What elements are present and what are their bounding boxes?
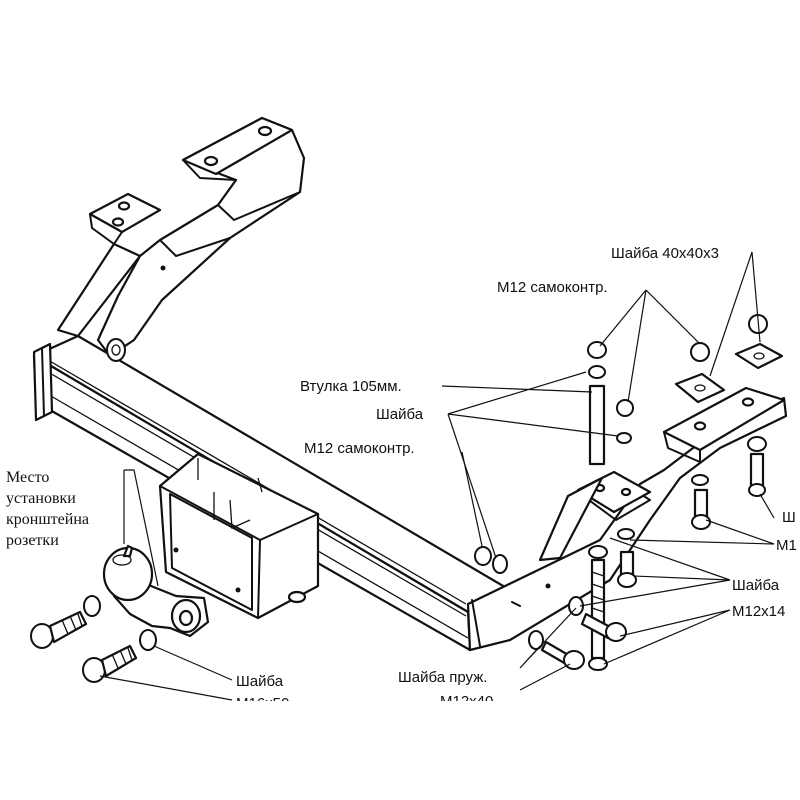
ball-mount-plate (158, 452, 320, 620)
left-bolts (30, 595, 157, 683)
label-right-washer-cut: Ш (782, 509, 796, 526)
bushing-stack (587, 341, 634, 466)
tow-ball-icon (102, 544, 210, 638)
label-m12-selflock-top: М12 самоконтр. (497, 279, 608, 296)
label-washer-40x40x3: Шайба 40х40х3 (611, 245, 719, 262)
label-m12x14-cut: М12х14 (732, 603, 785, 620)
label-mount-line4: розетки (6, 532, 59, 549)
right-fasteners (528, 436, 767, 671)
label-washer-left: Шайба (236, 673, 284, 690)
label-washer-spring: Шайба пруж. (398, 669, 487, 686)
label-mount-line3: кронштейна (6, 511, 89, 528)
label-bushing-105: Втулка 105мм. (300, 378, 402, 395)
bottom-crop-mask (0, 701, 800, 800)
label-mount-line1: Место (6, 469, 49, 486)
label-mount-line2: установки (6, 490, 76, 507)
label-m12-selflock-mid: М12 самоконтр. (304, 440, 415, 457)
square-washers (674, 314, 784, 404)
center-nuts (474, 546, 508, 574)
right-bracket-arm (466, 386, 788, 652)
leader-lines (99, 251, 775, 701)
left-bracket-arm (56, 116, 306, 358)
label-washer-mid: Шайба (376, 406, 424, 423)
label-washer-right: Шайба (732, 577, 780, 594)
label-right-m1-cut: М1 (776, 537, 797, 554)
callout-labels: Шайба 40х40х3 М12 самоконтр. Втулка 105м… (6, 245, 797, 712)
